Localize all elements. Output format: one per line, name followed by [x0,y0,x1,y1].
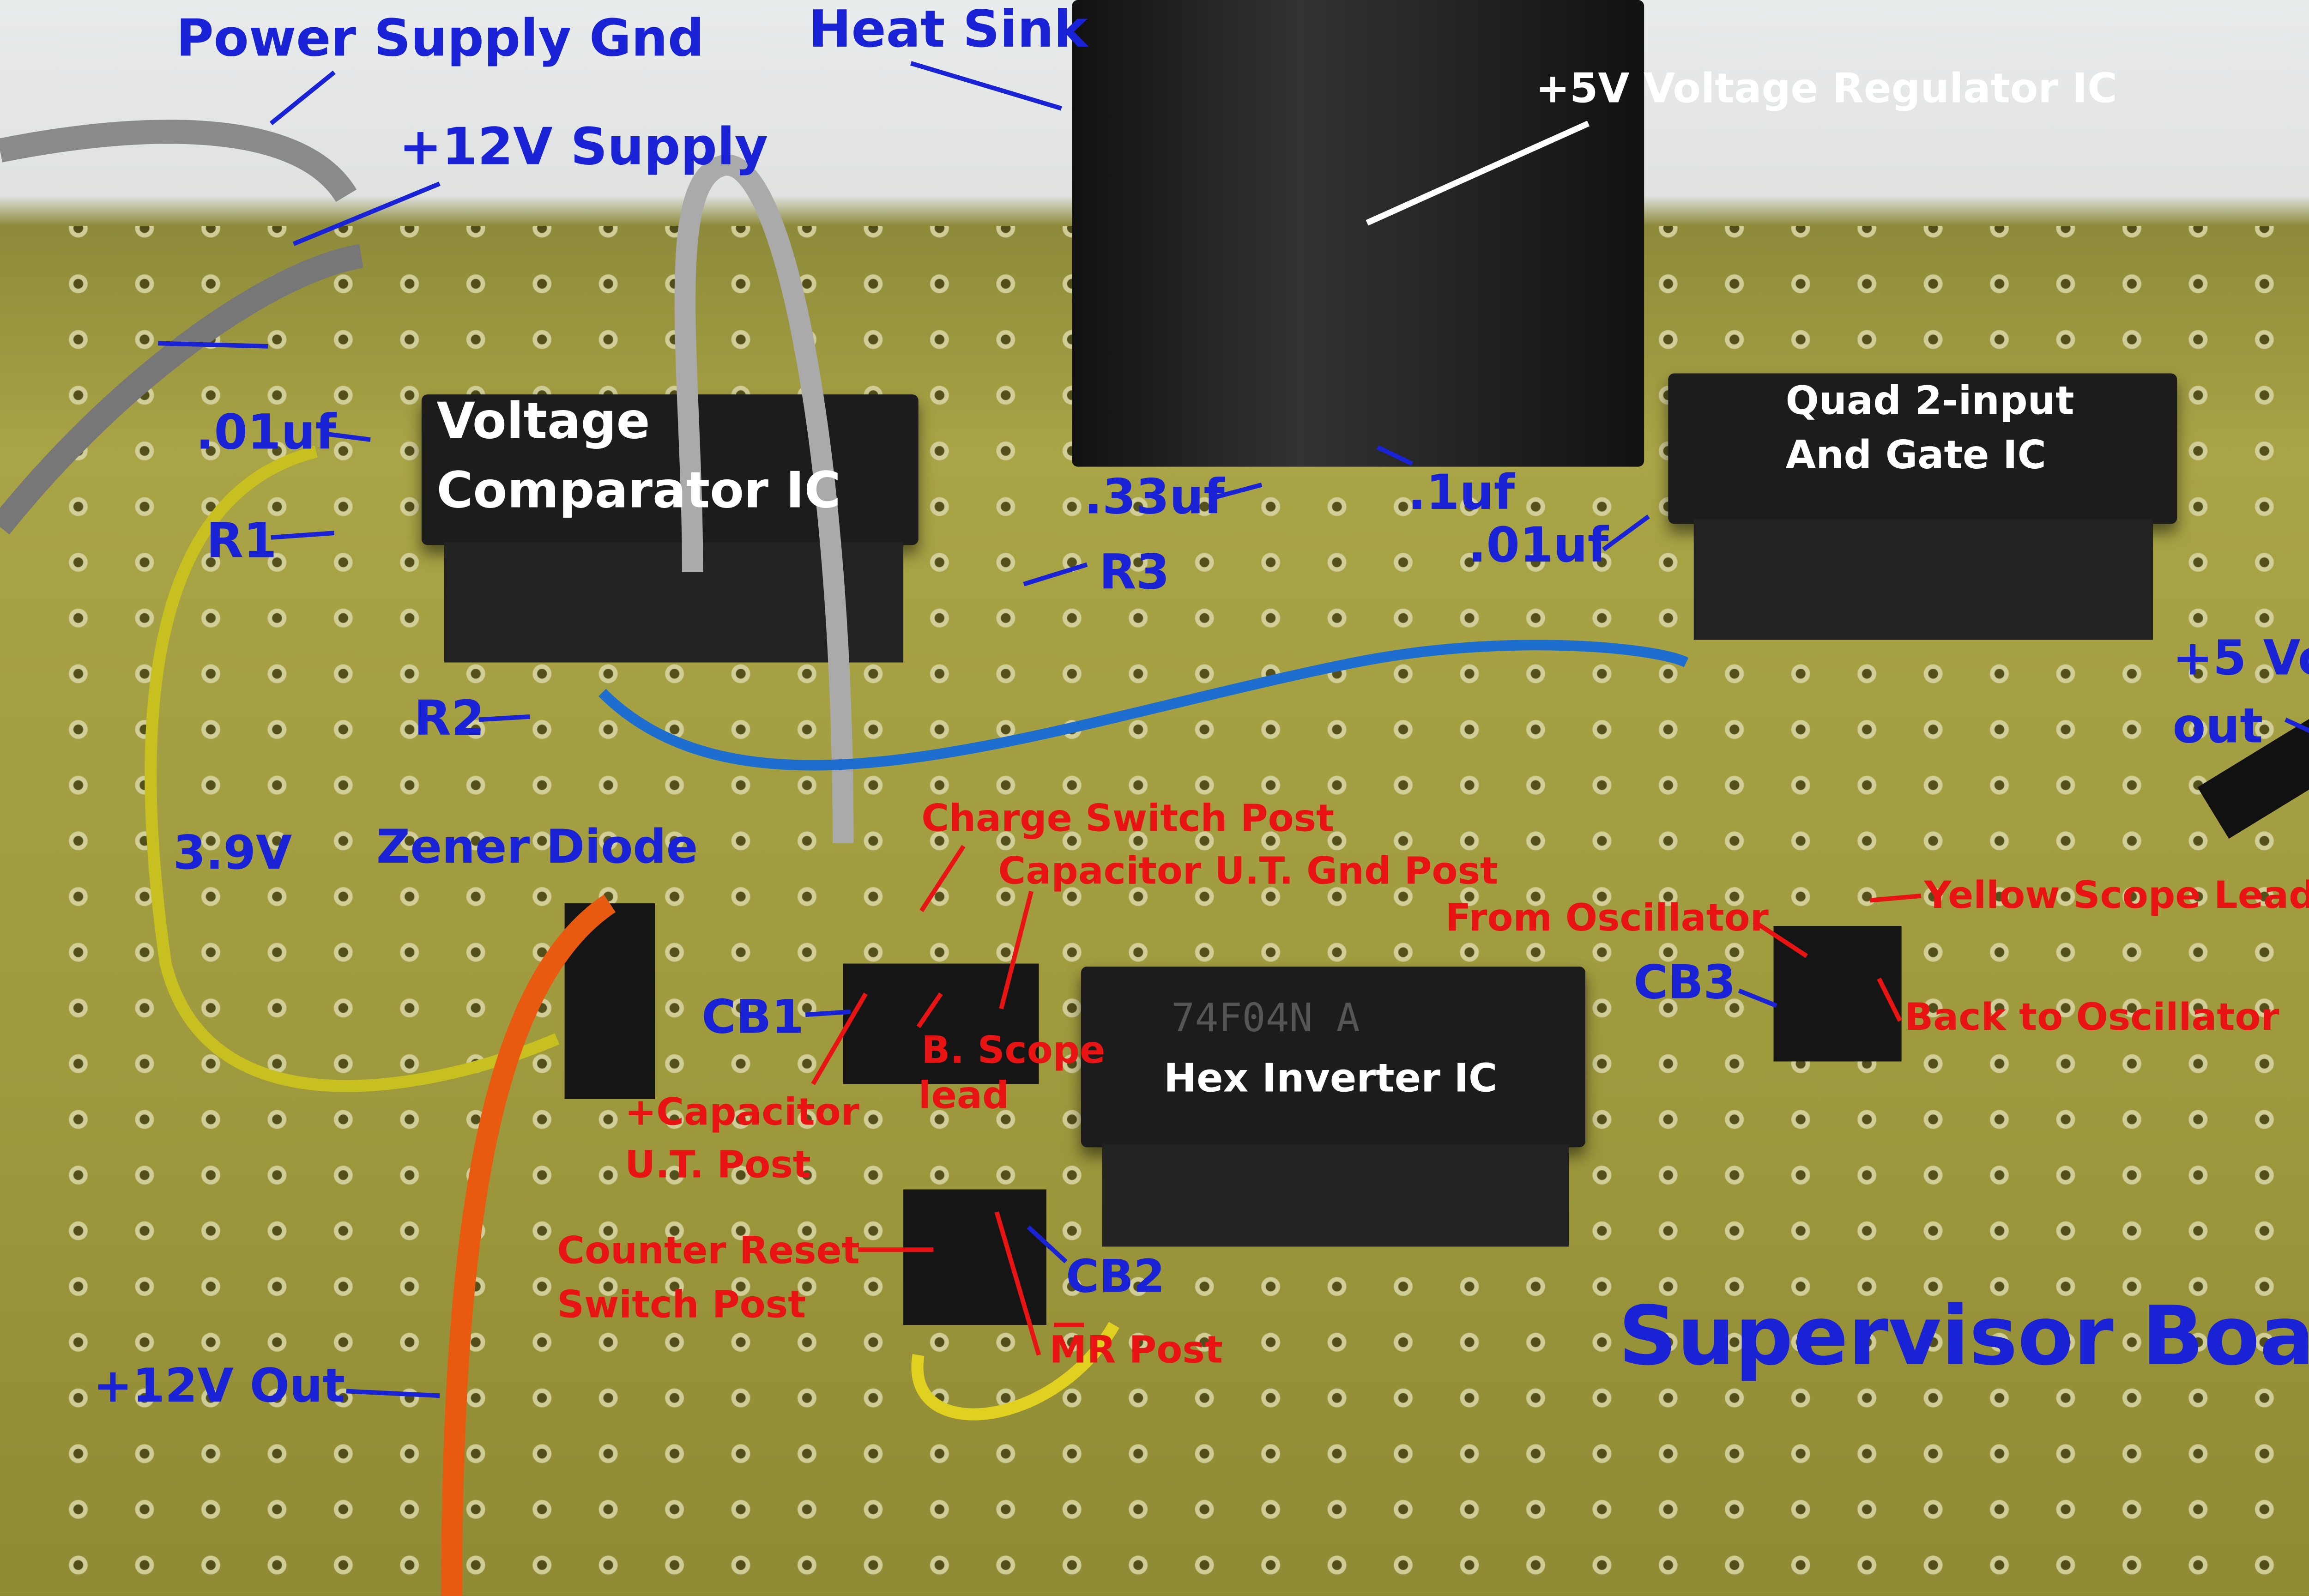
label-r1: R1 [206,512,277,569]
label-zener-diode: Zener Diode [376,820,698,875]
label-cb3: CB3 [1633,956,1736,1010]
label-cb1: CB1 [701,991,804,1045]
label-voltage-regulator: +5V Voltage Regulator IC [1535,66,2117,113]
label-5v-out-line1: +5 Volt [2172,629,2309,687]
heat-sink [1072,0,1644,467]
label-counter-reset-line1: Counter Reset [557,1228,860,1272]
label-12v-supply: +12V Supply [399,117,768,178]
label-3-9v: 3.9V [173,826,292,881]
label-33uf: .33uf [1084,468,1225,526]
label-capacitor-post-line2: U.T. Post [624,1143,811,1187]
label-charge-switch-post: Charge Switch Post [921,796,1335,840]
label-01uf-left: .01uf [195,403,337,461]
and-gate-chip [1668,373,2177,524]
label-power-supply-gnd: Power Supply Gnd [176,9,705,69]
label-r2: R2 [414,689,485,747]
label-capacitor-gnd-post: Capacitor U.T. Gnd Post [998,849,1499,893]
label-back-to-oscillator: Back to Oscillator [1904,995,2279,1039]
label-from-oscillator: From Oscillator [1445,895,1769,940]
label-counter-reset-line2: Switch Post [557,1282,806,1327]
and-gate-socket [1693,519,2153,640]
label-comparator-line1: Voltage [436,391,650,450]
label-1uf: .1uf [1408,464,1515,521]
label-mr-post: MR Post [1049,1328,1223,1372]
label-cb2: CB2 [1066,1251,1165,1304]
label-hex-inverter: Hex Inverter IC [1164,1057,1498,1102]
hex-inverter-chip: 74F04N A [1081,967,1585,1148]
label-01uf-right: .01uf [1468,516,1609,574]
hex-inverter-socket [1102,1144,1569,1247]
label-comparator-line2: Comparator IC [436,460,841,520]
label-quad-line1: Quad 2-input [1785,379,2074,425]
label-capacitor-post-line1: +Capacitor [624,1090,859,1134]
label-12v-out: +12V Out [93,1359,345,1414]
label-b-scope-line1: B. Scope [921,1028,1106,1072]
label-heat-sink: Heat Sink [808,0,1088,60]
chip-marking: 74F04N A [1171,997,1360,1042]
label-yellow-scope-lead: Yellow Scope Lead [1924,873,2309,917]
label-5v-out-line2: out [2172,697,2263,755]
board-title: Supervisor Board [1618,1288,2309,1384]
label-r3: R3 [1099,543,1170,601]
label-quad-line2: And Gate IC [1785,433,2046,479]
label-b-scope-line2: lead [918,1073,1009,1118]
